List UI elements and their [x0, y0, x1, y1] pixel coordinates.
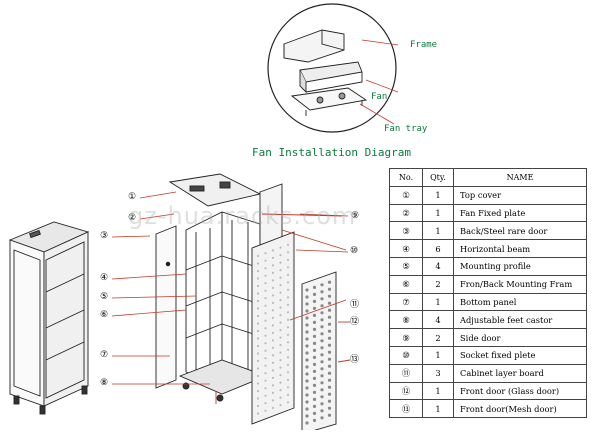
cell-qty: 3 [422, 363, 454, 383]
callout-9: ⑨ [351, 211, 360, 221]
cell-name: Socket fixed plete [453, 345, 587, 365]
cell-qty: 1 [422, 221, 454, 241]
cell-no: ② [389, 203, 423, 223]
header-qty: Qty. [422, 168, 454, 187]
cell-qty: 1 [422, 345, 454, 365]
cell-name: Cabinet layer board [453, 363, 587, 383]
cell-name: Side door [453, 328, 587, 347]
exploded-cabinet-illustration [155, 173, 351, 430]
cell-name: Fron/Back Mounting Fram [453, 274, 587, 294]
watermark: gz-hua.racks.com [128, 202, 357, 230]
cell-name: Horizontal beam [453, 239, 587, 258]
cell-no: ③ [389, 221, 423, 241]
callout-2: ② [128, 213, 137, 223]
cell-qty: 4 [422, 256, 454, 276]
cell-qty: 4 [422, 310, 454, 330]
callout-7: ⑦ [100, 350, 109, 360]
cell-name: Top cover [453, 185, 587, 205]
cell-qty: 2 [422, 274, 454, 294]
callout-5: ⑤ [100, 292, 109, 302]
cell-no: ⑫ [389, 381, 423, 401]
cell-name: Mounting profile [453, 256, 587, 276]
table-header-row: No. Qty. NAME [389, 168, 587, 187]
cell-no: ⑬ [389, 399, 423, 419]
cell-qty: 1 [422, 292, 454, 312]
header-name: NAME [453, 168, 587, 187]
callout-13: ⑬ [350, 355, 360, 365]
callout-3: ③ [100, 231, 109, 241]
cell-no: ⑦ [389, 292, 423, 312]
cell-qty: 6 [422, 239, 454, 258]
cell-name: Front door(Mesh door) [453, 399, 587, 419]
cell-qty: 2 [422, 328, 454, 347]
fan-tray-label: Fan tray [384, 124, 428, 134]
cell-qty: 1 [422, 381, 454, 401]
callout-4: ④ [100, 273, 109, 283]
cell-no: ⑥ [389, 274, 423, 294]
fan-label: Fan [371, 92, 388, 102]
callout-10: ⑩ [350, 246, 359, 256]
cell-qty: 1 [422, 185, 454, 205]
frame-label: Frame [410, 40, 438, 50]
fan-plate-part [299, 61, 363, 94]
side-door-left-drawing [155, 225, 177, 389]
cell-no: ⑤ [389, 256, 423, 276]
front-mesh-door-drawing [301, 271, 337, 430]
callout-11: ⑪ [350, 300, 360, 310]
assembly-arrows [215, 213, 351, 404]
cell-no: ⑪ [389, 363, 423, 383]
fan-installation-illustration [267, 3, 399, 133]
cell-qty: 1 [422, 399, 454, 419]
cell-no: ⑩ [389, 345, 423, 365]
fan-diagram-title: Fan Installation Diagram [252, 146, 411, 159]
cell-name: Front door (Glass door) [453, 381, 587, 401]
assembled-cabinet-illustration [8, 221, 90, 415]
cell-no: ④ [389, 239, 423, 258]
cell-no: ⑧ [389, 310, 423, 330]
callout-1: ① [128, 192, 137, 202]
cell-qty: 1 [422, 203, 454, 223]
mesh-side-panel-drawing [251, 231, 295, 425]
cell-name: Fan Fixed plate [453, 203, 587, 223]
cell-name: Bottom panel [453, 292, 587, 312]
callout-8: ⑧ [100, 378, 109, 388]
callout-6: ⑥ [100, 310, 109, 320]
cell-no: ① [389, 185, 423, 205]
frame-part [283, 29, 345, 63]
fan-arrows [359, 39, 399, 125]
cell-name: Back/Steel rare door [453, 221, 587, 241]
cell-name: Adjustable feet castor [453, 310, 587, 330]
cell-no: ⑨ [389, 328, 423, 347]
header-no: No. [389, 168, 423, 187]
callout-12: ⑫ [350, 317, 360, 327]
